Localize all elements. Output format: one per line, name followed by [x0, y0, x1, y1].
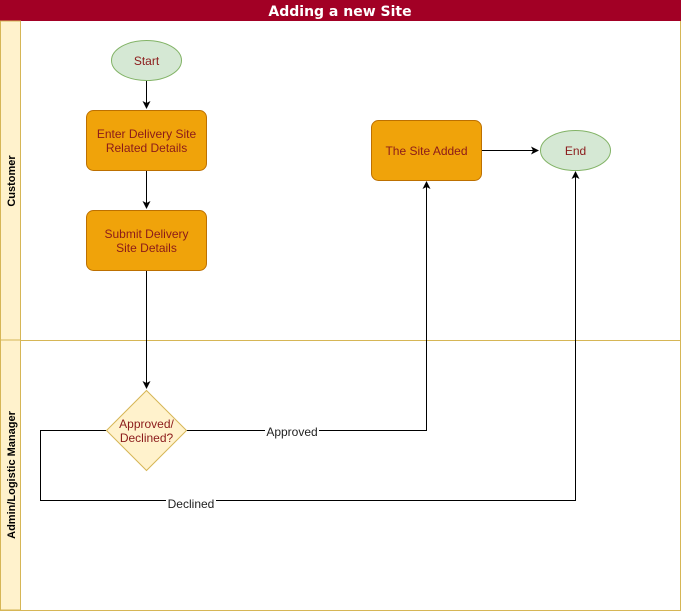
end-label: End: [565, 144, 586, 158]
enter-details-label-line2: Related Details: [106, 141, 187, 155]
decision-label-line1: Approved/: [119, 417, 174, 431]
start-node: [111, 40, 182, 81]
edge-declined: [40, 171, 580, 501]
site-added-node: [371, 120, 482, 181]
decision-label-line2: Declined?: [120, 431, 174, 445]
enter-details-node: [86, 110, 207, 171]
submit-details-label-line2: Site Details: [116, 241, 177, 255]
decision-node: [105, 389, 188, 472]
submit-details-label-line1: Submit Delivery: [104, 227, 188, 241]
lane-label-customer: Customer: [6, 155, 18, 207]
edge-label-approved: Approved: [266, 425, 317, 439]
enter-details-label-line1: Enter Delivery Site: [97, 127, 197, 141]
lane-header-admin: [0, 339, 21, 611]
declined-label-bg: [166, 496, 216, 510]
site-added-label: The Site Added: [385, 144, 467, 158]
submit-details-node: [86, 210, 207, 271]
diagram-title: Adding a new Site: [268, 4, 411, 20]
end-node: [540, 130, 611, 171]
approved-label-bg: [265, 424, 319, 438]
edge-label-declined: Declined: [168, 497, 215, 511]
lane-label-admin: Admin/Logistic Manager: [6, 410, 18, 538]
start-label: Start: [134, 54, 160, 68]
title-bar: [0, 0, 681, 21]
